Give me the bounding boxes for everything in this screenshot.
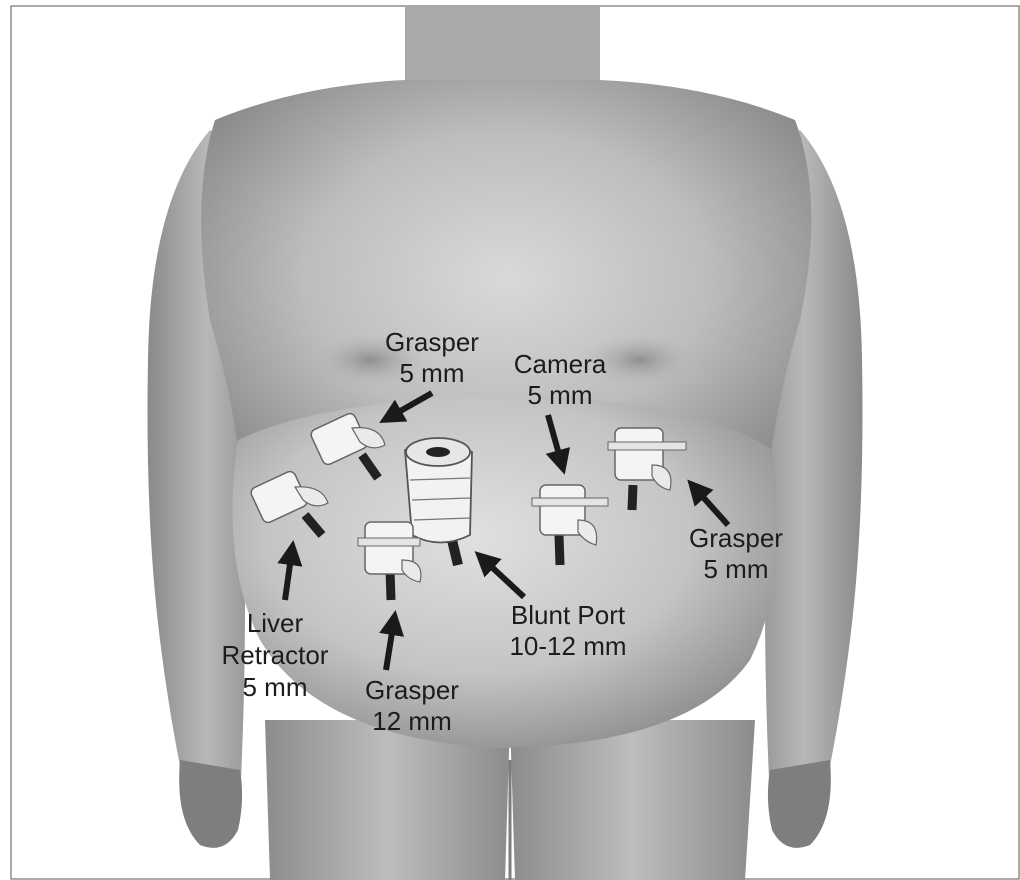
label-line: 10-12 mm <box>509 631 626 661</box>
label-line: Camera <box>514 349 607 379</box>
label-line: Grasper <box>689 523 783 553</box>
left-hand <box>179 760 242 848</box>
label-line: 5 mm <box>528 380 593 410</box>
label-line: Grasper <box>365 675 459 705</box>
label-line: 5 mm <box>400 358 465 388</box>
label-line: Retractor <box>222 640 329 670</box>
label-line: 5 mm <box>243 672 308 702</box>
label-line: Blunt Port <box>511 600 626 630</box>
label-grasper-lower: Grasper 12 mm <box>365 675 459 736</box>
label-line: Grasper <box>385 327 479 357</box>
label-blunt-port: Blunt Port 10-12 mm <box>509 600 626 661</box>
label-line: 12 mm <box>372 706 451 736</box>
label-line: Liver <box>247 608 304 638</box>
right-hand <box>768 760 831 848</box>
label-line: 5 mm <box>704 554 769 584</box>
abdomen <box>232 395 777 748</box>
